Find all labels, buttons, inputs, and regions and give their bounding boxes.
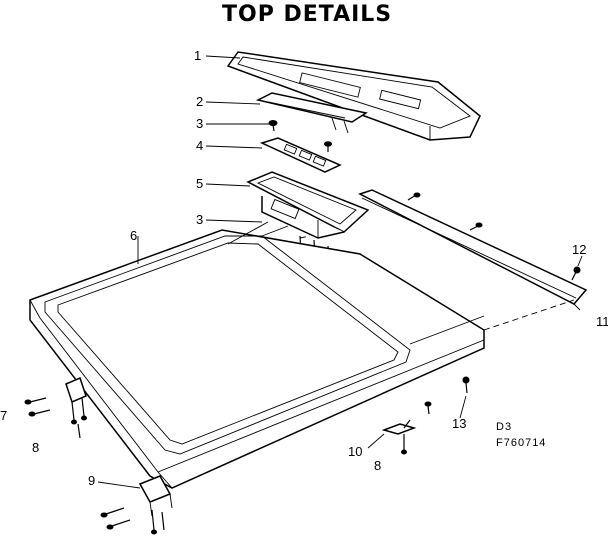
- part-5-housing: [246, 171, 370, 239]
- callout-7: 7: [0, 408, 7, 423]
- callout-2: 2: [196, 94, 203, 109]
- leader-lines: [97, 55, 583, 489]
- callout-5: 5: [196, 176, 203, 191]
- diagram-code: D3: [496, 421, 512, 433]
- diagram-title: TOP DETAILS: [222, 2, 392, 27]
- part-1-console: [226, 51, 481, 141]
- callout-3-upper: 3: [196, 116, 203, 131]
- callout-1: 1: [194, 48, 201, 63]
- callout-12: 12: [572, 242, 586, 257]
- drawing-number: F760714: [496, 437, 546, 449]
- callout-3-lower: 3: [196, 212, 203, 227]
- part-4-switch-bracket: [259, 137, 342, 173]
- part-12-screw: [571, 266, 581, 281]
- callout-9: 9: [88, 473, 95, 488]
- bracket-screws: [100, 507, 131, 530]
- left-hinge-bracket: [65, 376, 87, 439]
- callout-8-left: 8: [32, 440, 39, 455]
- part-13-screw: [424, 376, 470, 415]
- part-10-clip: [381, 419, 417, 455]
- part-11-rear-rail: [358, 189, 588, 311]
- part-2-plate: [255, 92, 368, 134]
- callout-11: 11: [596, 314, 608, 329]
- callout-13: 13: [452, 416, 466, 431]
- part-3-screw-upper: [268, 120, 332, 152]
- callout-8-right: 8: [374, 458, 381, 473]
- callout-10: 10: [348, 444, 362, 459]
- part-9-bracket: [138, 475, 173, 535]
- callout-4: 4: [196, 138, 203, 153]
- part-6-cabinet-top: [29, 221, 575, 489]
- callout-6: 6: [130, 228, 137, 243]
- part-7-screws: [24, 397, 51, 417]
